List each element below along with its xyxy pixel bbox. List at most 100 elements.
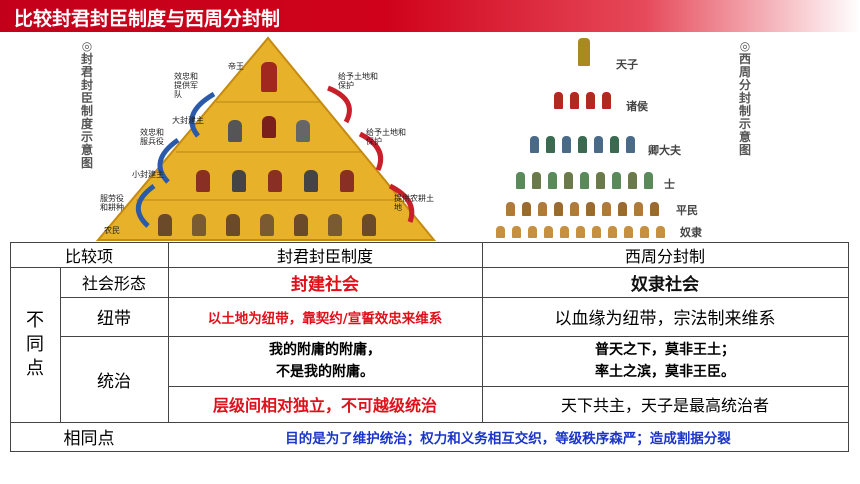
nuli-figure	[608, 226, 617, 238]
table-border-line	[60, 267, 61, 422]
header-feudal-system: 封君封臣制度	[276, 246, 373, 266]
nuli-figure	[512, 226, 521, 238]
table-border-line	[10, 451, 849, 452]
nuli-figure	[592, 226, 601, 238]
level-label-emperor: 帝王	[228, 62, 244, 71]
row-label-rule: 统治	[97, 371, 131, 392]
qingdafu-figure	[594, 136, 603, 153]
table-border-line	[10, 267, 849, 268]
knight-figure	[304, 170, 318, 192]
table-border-line	[60, 336, 849, 337]
zhuhou-figure	[586, 92, 595, 109]
zhuhou-figure	[602, 92, 611, 109]
up-arrow-label: 效忠和提供军队	[174, 72, 198, 99]
level-label-shi: 士	[664, 178, 675, 191]
table-border-line	[60, 297, 849, 298]
zhuhou-figure	[570, 92, 579, 109]
pingmin-figure	[586, 202, 595, 216]
same-label: 相同点	[63, 429, 115, 449]
row-label-social-form: 社会形态	[81, 274, 146, 293]
zhou-social-form: 奴隶社会	[631, 274, 699, 295]
feudal-quote-line-2: 不是我的附庸。	[276, 364, 374, 380]
nuli-figure	[656, 226, 665, 238]
zhou-quote-line-2: 率土之滨，莫非王臣。	[595, 364, 735, 380]
pingmin-figure	[538, 202, 547, 216]
peasant-figure	[260, 214, 274, 236]
nuli-figure	[640, 226, 649, 238]
lord-figure	[296, 120, 310, 142]
feudal-quote-line-1: 我的附庸的附庸，	[269, 342, 381, 358]
peasant-figure	[158, 214, 172, 236]
level-label-small-lord: 小封建主	[132, 170, 164, 179]
peasant-figure	[362, 214, 376, 236]
qingdafu-figure	[626, 136, 635, 153]
feudal-pyramid-diagram: 帝王 大封建主 小封建主 农民 效忠和提供军队 效忠和服兵役 服劳役和耕种 给予…	[96, 36, 436, 242]
pingmin-figure	[618, 202, 627, 216]
peasant-figure	[226, 214, 240, 236]
qingdafu-figure	[546, 136, 555, 153]
zhou-quote-line-1: 普天之下，莫非王土；	[595, 342, 735, 358]
knight-figure	[340, 170, 354, 192]
knight-figure	[232, 170, 246, 192]
pingmin-figure	[650, 202, 659, 216]
right-diagram-caption: ◎西周分封制示意图	[738, 39, 751, 157]
nuli-figure	[528, 226, 537, 238]
table-border-line	[168, 386, 849, 387]
qingdafu-figure	[530, 136, 539, 153]
pingmin-figure	[506, 202, 515, 216]
qingdafu-figure	[610, 136, 619, 153]
level-label-qingdafu: 卿大夫	[648, 144, 681, 157]
peasant-figure	[294, 214, 308, 236]
feudal-bond: 以土地为纽带，靠契约/宣誓效忠来维系	[207, 310, 443, 327]
down-arrow-label: 给予土地和保护	[338, 72, 378, 90]
shi-figure	[548, 172, 557, 189]
nuli-figure	[624, 226, 633, 238]
row-label-bond: 纽带	[97, 309, 131, 329]
table-border-line	[848, 242, 849, 452]
nuli-figure	[544, 226, 553, 238]
zhou-rule-note: 天下共主，天子是最高统治者	[560, 396, 769, 415]
shi-figure	[612, 172, 621, 189]
shi-figure	[580, 172, 589, 189]
zhou-rule-quote: 普天之下，莫非王土； 率土之滨，莫非王臣。	[482, 336, 848, 386]
up-arrow-label: 服劳役和耕种	[100, 194, 124, 212]
qingdafu-figure	[578, 136, 587, 153]
header-zhou-system: 西周分封制	[624, 246, 705, 266]
tianzi-figure	[578, 38, 590, 66]
level-label-nuli: 奴隶	[680, 226, 702, 239]
nuli-figure	[496, 226, 505, 238]
level-label-pingmin: 平民	[676, 204, 698, 217]
table-border-line	[10, 242, 849, 243]
knight-figure	[268, 170, 282, 192]
zhuhou-figure	[554, 92, 563, 109]
feudal-rule-note: 层级间相对独立，不可越级统治	[212, 396, 437, 415]
knight-figure	[196, 170, 210, 192]
zhou-pyramid-diagram: 天子 诸侯 卿大夫 士 平民 奴隶	[470, 36, 740, 246]
shi-figure	[516, 172, 525, 189]
title-bar: 比较封君封臣制度与西周分封制	[0, 0, 860, 32]
down-arrow-label: 给予土地和保护	[366, 128, 406, 146]
zhou-bond: 以血缘为纽带，宗法制来维系	[554, 309, 776, 329]
left-diagram-caption: ◎封君封臣制度示意图	[80, 39, 93, 170]
pingmin-figure	[570, 202, 579, 216]
peasant-figure	[192, 214, 206, 236]
nuli-figure	[560, 226, 569, 238]
shi-figure	[628, 172, 637, 189]
table-border-line	[482, 242, 483, 422]
shi-figure	[644, 172, 653, 189]
shi-figure	[564, 172, 573, 189]
same-points-text: 目的是为了维护统治；权力和义务相互交织，等级秩序森严；造成割据分裂	[285, 430, 731, 447]
pingmin-figure	[554, 202, 563, 216]
feudal-rule-quote: 我的附庸的附庸， 不是我的附庸。	[168, 336, 482, 386]
table-border-line	[168, 242, 169, 422]
diff-label: 不同点	[26, 309, 44, 379]
header-compare-item: 比较项	[64, 246, 113, 266]
pingmin-figure	[634, 202, 643, 216]
pingmin-figure	[522, 202, 531, 216]
qingdafu-figure	[562, 136, 571, 153]
up-arrow-label: 效忠和服兵役	[140, 128, 164, 146]
level-label-great-lord: 大封建主	[172, 116, 204, 125]
lord-figure	[228, 120, 242, 142]
table-border-line	[10, 242, 11, 452]
nuli-figure	[576, 226, 585, 238]
